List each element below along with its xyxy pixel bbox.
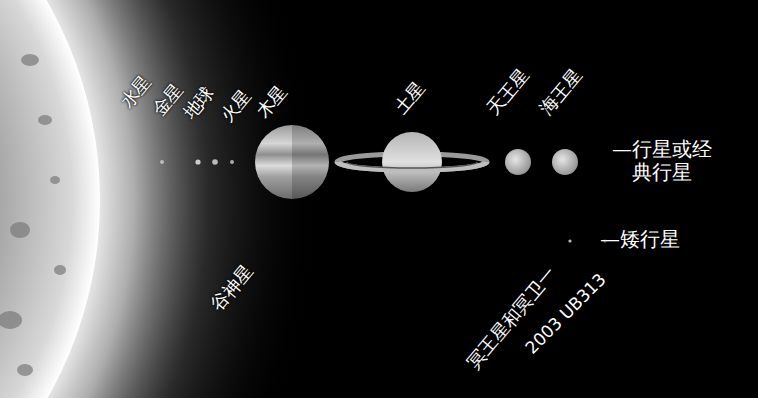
category-label: —矮行星	[600, 228, 680, 251]
dwarf-planet-label: 冥王星和冥卫一	[464, 263, 561, 373]
planet-label: 海王星	[536, 65, 587, 120]
planet-label: 天王星	[483, 65, 534, 120]
planet-label: 土星	[391, 78, 430, 119]
category-label: —行星或经典行星	[608, 138, 716, 184]
